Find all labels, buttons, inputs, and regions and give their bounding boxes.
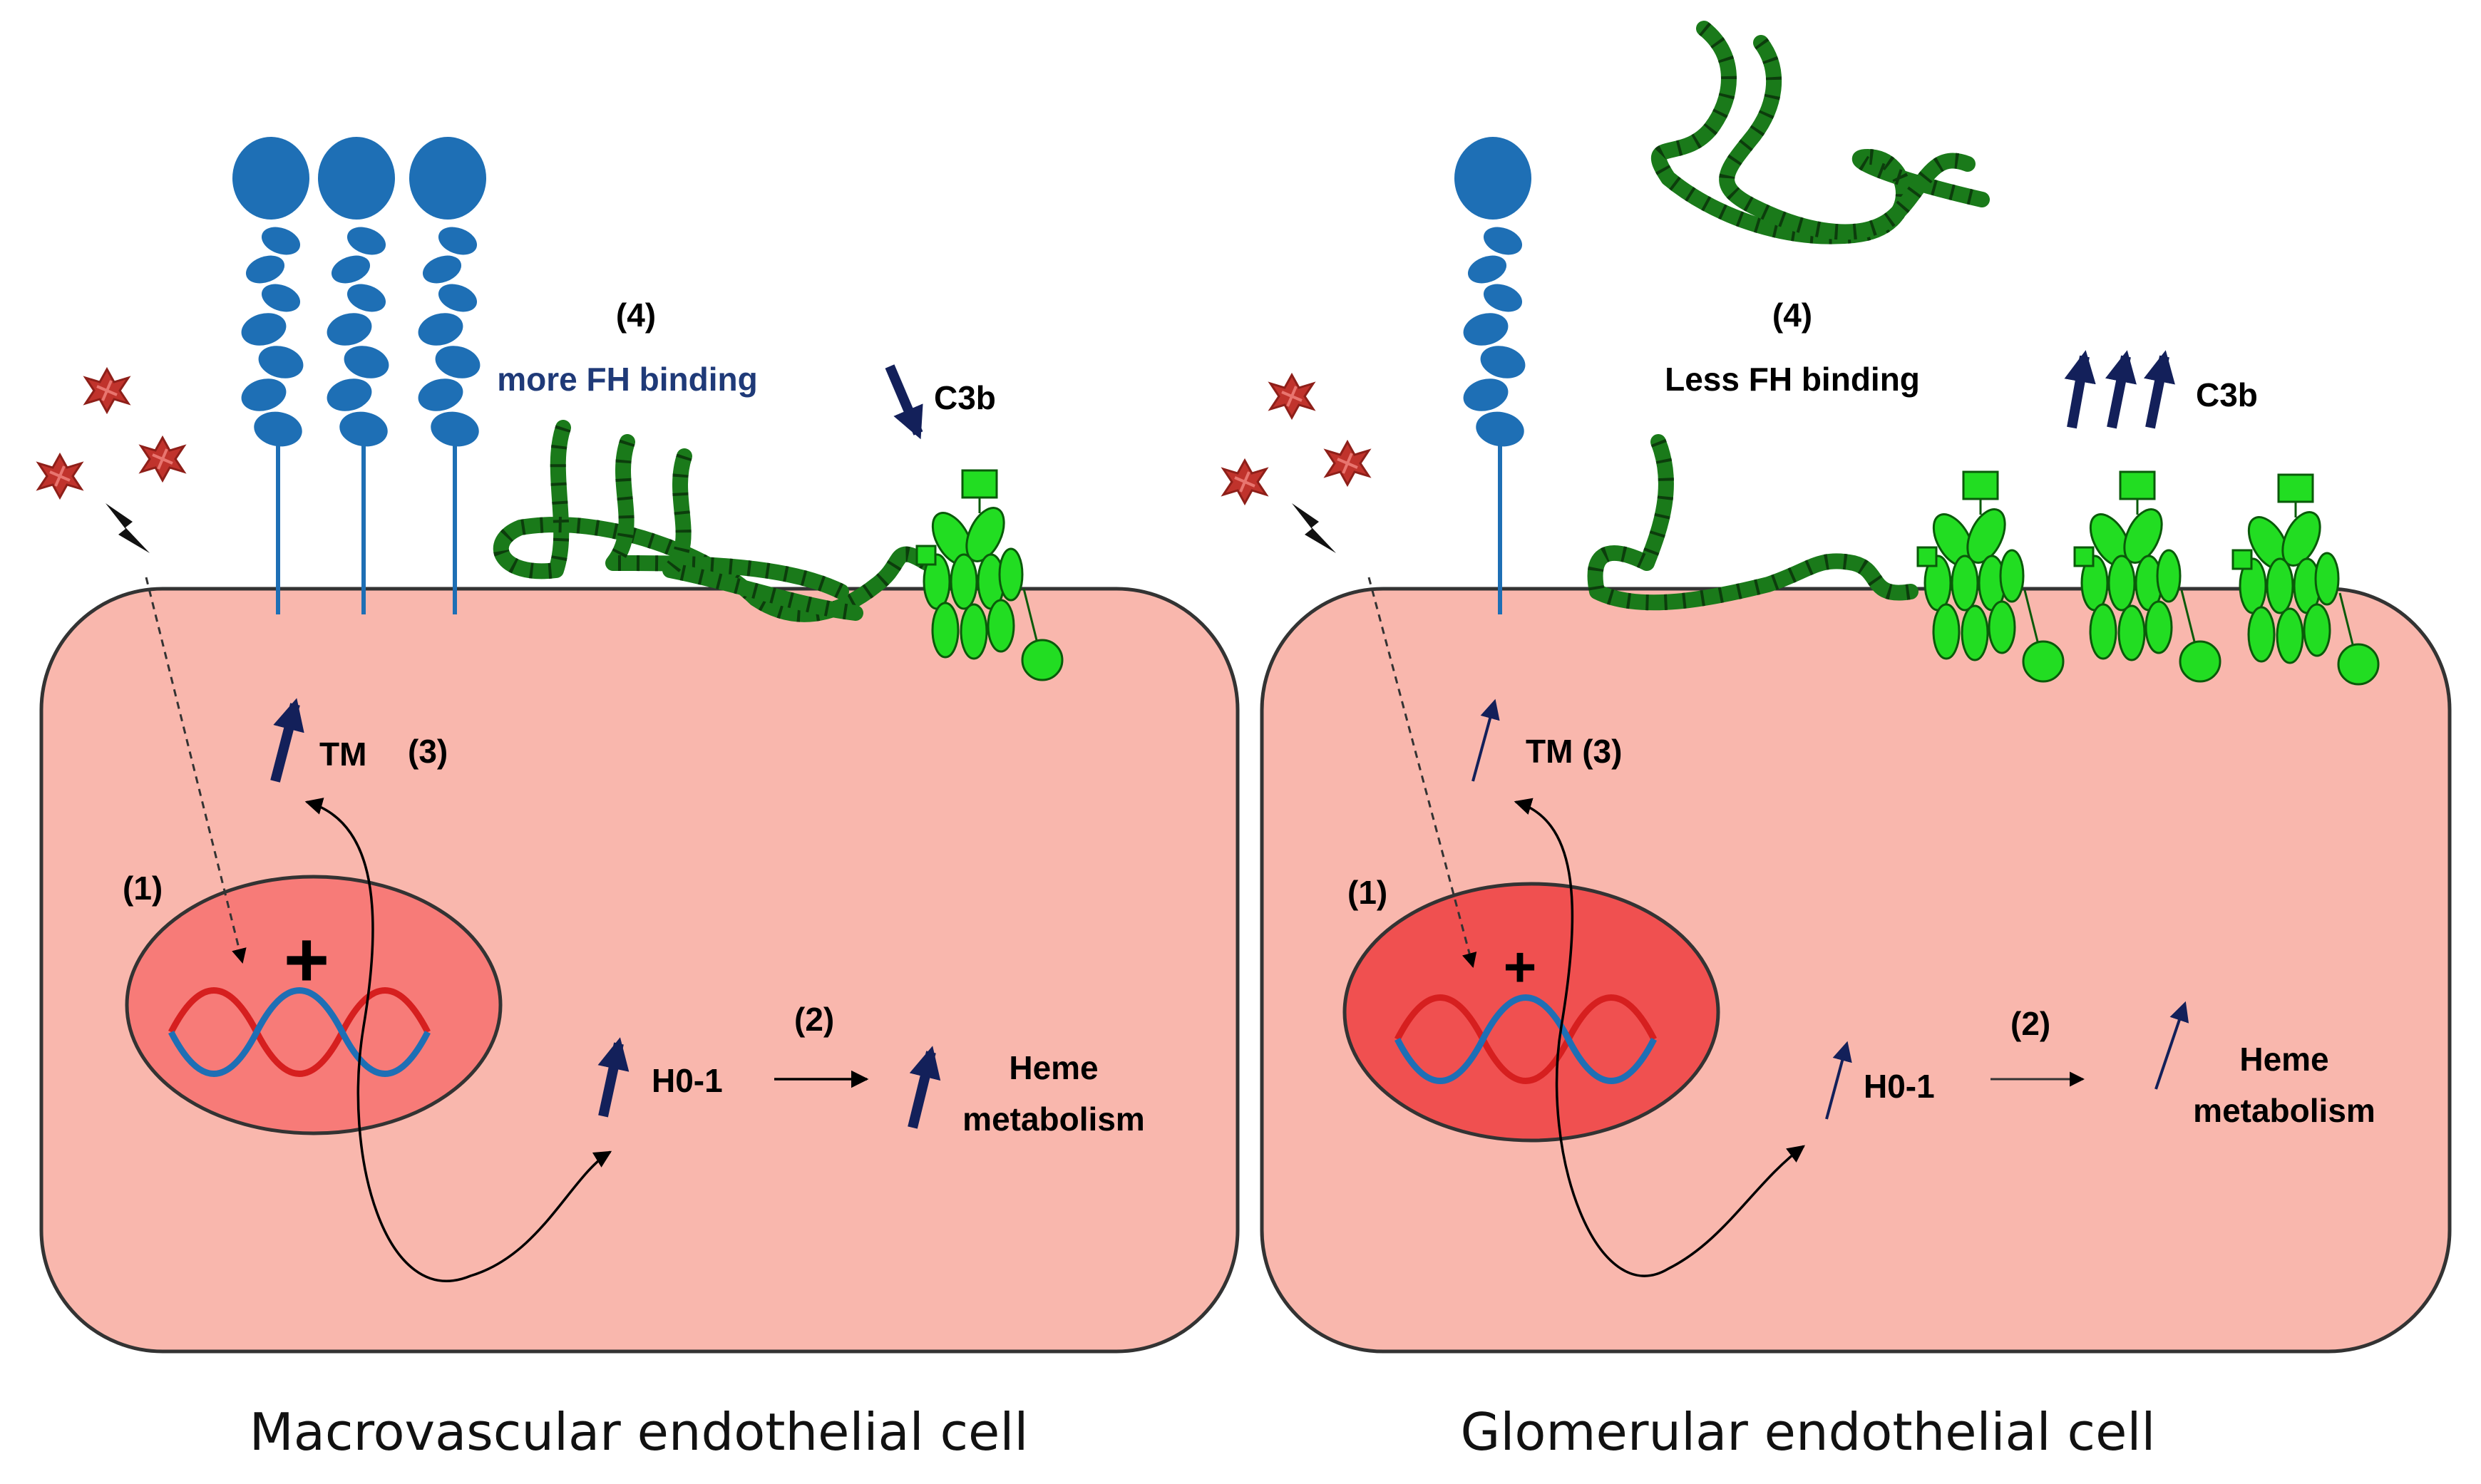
c3b-up-arrow [2064,350,2096,429]
right-fh-text: Less FH binding [1665,361,1920,398]
right-pathway-curve [1514,798,1805,1277]
damage-particle-icon [1269,373,1315,419]
right-caption: Glomerular endothelial cell [1461,1402,2156,1462]
left-signal-dashed-arrow [145,577,247,964]
lightning-icon [1292,503,1336,553]
right-step4: (4) [1772,297,1812,334]
damage-particle-icon [1222,459,1268,505]
ho1-up-arrow [597,1037,630,1118]
left-c3b-label: C3b [934,379,996,416]
left-step1: (1) [123,870,163,907]
tm-up-arrow [270,698,304,783]
lightning-icon [106,503,150,553]
heme-up-arrow-thin [2154,1001,2189,1090]
right-heme-line2: metabolism [2193,1092,2375,1129]
damage-particle-icon [37,453,83,499]
ho1-up-arrow-thin [1825,1041,1852,1120]
right-nucleus [1342,882,1720,1143]
right-step2: (2) [2010,1005,2050,1042]
right-ho1-label: H0-1 [1864,1068,1935,1105]
left-step2: (2) [794,1001,834,1038]
thrombomodulin-icon [409,137,486,614]
factor-h-chain-icon [1651,21,1990,244]
right-panel: + C3b (4) Less FH binding TM (3) ( [1222,21,2452,1462]
left-plus: + [284,916,329,1004]
c3b-up-arrow [2144,350,2175,429]
left-fh-text: more FH binding [497,361,757,398]
damage-particle-icon [84,368,130,413]
heme-up-arrow [908,1046,941,1129]
c3b-up-arrow [2105,350,2137,429]
thrombomodulin-icon [232,137,309,614]
damage-particle-icon [140,436,185,482]
tm-up-arrow-thin [1471,699,1500,782]
right-plus: + [1504,935,1537,999]
left-ho1-label: H0-1 [652,1062,723,1099]
left-nucleus [125,875,503,1135]
right-signal-dashed-arrow [1367,577,1477,969]
left-caption: Macrovascular endothelial cell [250,1402,1029,1462]
left-panel: + C3b (4) more FH binding TM (3) [37,137,1240,1462]
left-heme-line2: metabolism [962,1101,1145,1138]
left-step4: (4) [616,297,656,334]
damage-particle-icon [1325,440,1370,486]
factor-h-chain-icon [493,420,935,622]
left-tm-label: TM [319,736,366,773]
left-pathway-curve [304,798,612,1282]
thrombomodulin-icon [318,137,395,614]
c3b-down-arrow [885,364,923,440]
right-c3b-label: C3b [2196,376,2258,413]
factor-h-chain-icon [1587,434,1918,611]
right-tm-label: TM (3) [1526,733,1622,770]
thrombomodulin-icon [1454,137,1531,614]
right-heme-line1: Heme [2239,1041,2328,1078]
left-step3: (3) [408,733,448,770]
right-step1: (1) [1347,874,1387,911]
left-heme-line1: Heme [1009,1049,1098,1086]
